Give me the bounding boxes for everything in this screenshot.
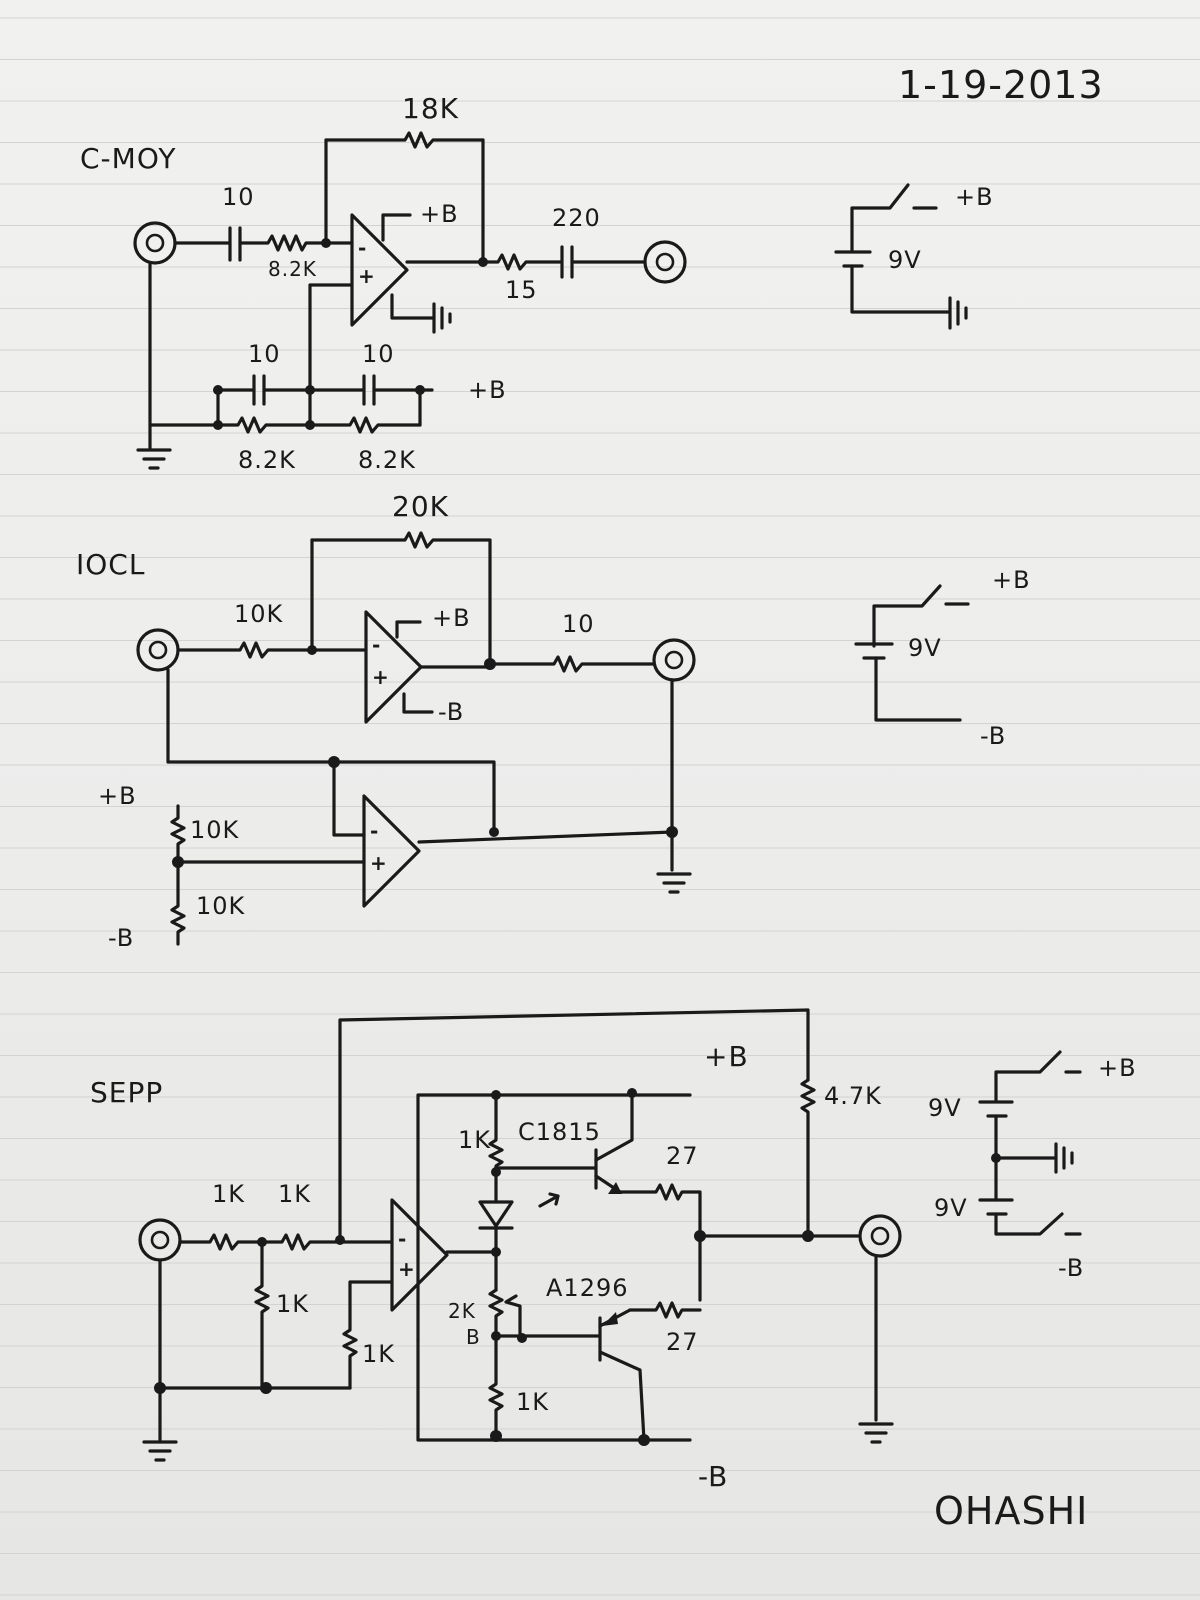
iocl-rout-label: 10	[562, 610, 595, 638]
iocl-battery-label: 9V	[908, 634, 942, 662]
svg-text:-: -	[398, 1227, 407, 1251]
svg-text:+: +	[372, 665, 390, 689]
cmoy-rfb-label: 18K	[402, 92, 459, 125]
cmoy-title: C-MOY	[80, 142, 176, 175]
sepp-rgnd1-label: 1K	[276, 1290, 309, 1318]
author-signature: OHASHI	[934, 1489, 1088, 1533]
svg-text:+: +	[358, 264, 376, 288]
sepp-pnp-transistor	[598, 1308, 646, 1442]
cmoy-circuit: C-MOY 10 8.2K 18K - + +B 15	[80, 92, 994, 474]
sepp-battery-bottom-label: 9V	[934, 1194, 968, 1222]
svg-text:+B: +B	[992, 566, 1031, 594]
sepp-pnp-label: A1296	[546, 1274, 629, 1302]
cmoy-battery: +B 9V	[834, 183, 994, 330]
sepp-npn-transistor	[494, 1091, 634, 1194]
cmoy-vplus-label: +B	[420, 200, 459, 228]
iocl-circuit: IOCL 10K 20K - + +B -B 10 - + +B 10K	[76, 490, 1031, 952]
cmoy-cout-label: 220	[552, 204, 601, 232]
cmoy-rbias1-label: 8.2K	[238, 446, 296, 474]
sepp-rbias-bot-label: 1K	[516, 1388, 549, 1416]
sepp-rin1-label: 1K	[212, 1180, 245, 1208]
cmoy-rin-label: 8.2K	[268, 257, 317, 281]
svg-text:+: +	[370, 851, 388, 875]
cmoy-cbias1-label: 10	[248, 340, 281, 368]
svg-text:-: -	[372, 633, 381, 657]
iocl-vplus-label: +B	[432, 604, 471, 632]
cmoy-cin-label: 10	[222, 183, 255, 211]
sepp-vr-b-label: B	[466, 1325, 481, 1349]
iocl-input-jack	[136, 628, 180, 672]
cmoy-rout-label: 15	[505, 276, 538, 304]
cmoy-battery-label: 9V	[888, 246, 922, 274]
iocl-rfb-label: 20K	[392, 490, 449, 523]
sepp-rfb-label: 4.7K	[824, 1082, 882, 1110]
svg-text:-: -	[358, 236, 367, 260]
sepp-re2-label: 27	[666, 1328, 699, 1356]
sepp-circuit: SEPP 1K 1K 4.7K - + 1K 1K +B -B 1	[90, 1008, 1137, 1493]
cmoy-input-jack	[133, 221, 177, 265]
sepp-ground-in	[142, 1440, 178, 1462]
sepp-ground-out	[858, 1422, 894, 1444]
cmoy-output-jack	[643, 240, 687, 284]
cmoy-ground	[136, 448, 172, 470]
iocl-battery: +B 9V -B	[854, 566, 1031, 750]
iocl-output-jack	[652, 638, 696, 682]
sepp-battery-top-label: 9V	[928, 1094, 962, 1122]
cmoy-bias-vplus-label: +B	[468, 376, 507, 404]
iocl-title: IOCL	[76, 548, 145, 581]
sepp-input-jack	[138, 1218, 182, 1262]
svg-text:-B: -B	[980, 722, 1006, 750]
sepp-title: SEPP	[90, 1076, 163, 1109]
iocl-div-vminus-label: -B	[108, 924, 134, 952]
iocl-vminus-label: -B	[438, 698, 464, 726]
sepp-vminus-label: -B	[698, 1460, 728, 1493]
sepp-re1-label: 27	[666, 1142, 699, 1170]
svg-text:+B: +B	[955, 183, 994, 211]
sepp-rin2-label: 1K	[278, 1180, 311, 1208]
cmoy-cbias2-label: 10	[362, 340, 395, 368]
sepp-npn-label: C1815	[518, 1118, 601, 1146]
svg-text:-B: -B	[1058, 1254, 1084, 1282]
sepp-battery: +B 9V 9V -B	[928, 1050, 1137, 1282]
svg-text:+B: +B	[1098, 1054, 1137, 1082]
sepp-rgnd2-label: 1K	[362, 1340, 395, 1368]
sepp-rbias-top-label: 1K	[458, 1126, 491, 1154]
svg-text:-: -	[370, 819, 379, 843]
iocl-rin-label: 10K	[234, 600, 284, 628]
cmoy-rbias2-label: 8.2K	[358, 446, 416, 474]
iocl-rdiv1-label: 10K	[190, 816, 240, 844]
sepp-vr-label: 2K	[448, 1299, 476, 1323]
sepp-vplus-label: +B	[704, 1040, 749, 1073]
date-label: 1-19-2013	[898, 63, 1104, 107]
iocl-rdiv2-label: 10K	[196, 892, 246, 920]
svg-text:+: +	[398, 1257, 416, 1281]
iocl-div-vplus-label: +B	[98, 782, 137, 810]
